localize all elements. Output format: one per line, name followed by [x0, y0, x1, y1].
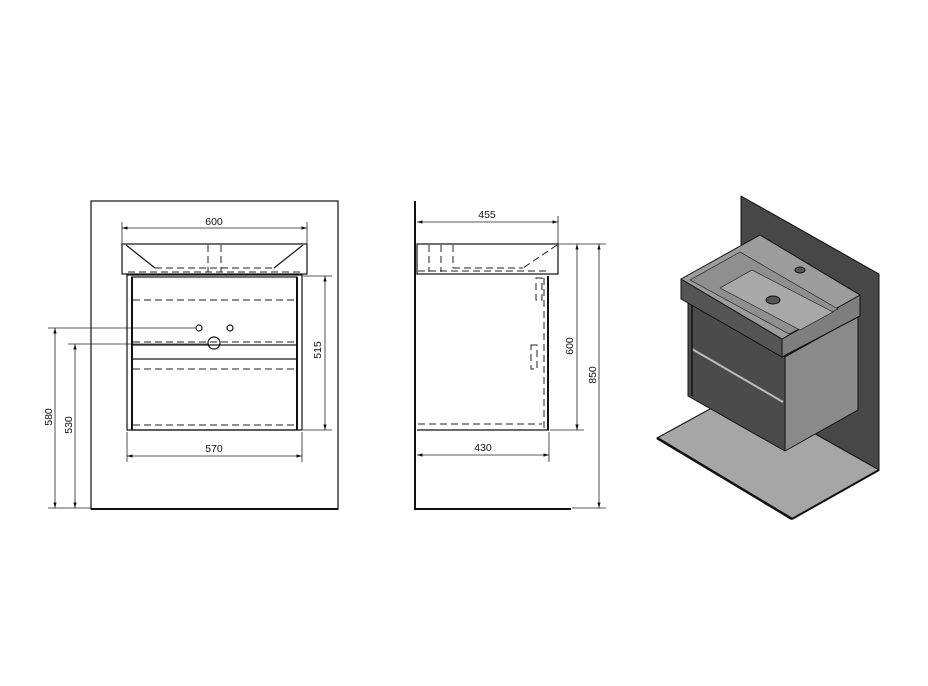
dim-cabinet-height: 515 [312, 341, 324, 359]
cabinet-side [417, 276, 549, 431]
dim-drain-height: 530 [63, 416, 75, 434]
dim-overall-width: 600 [205, 216, 223, 228]
bottom-drawer [131, 358, 298, 431]
cabinet [126, 274, 303, 431]
isometric-view [656, 195, 880, 521]
iso-drawer-handle [691, 348, 784, 403]
tap-hole-icon [195, 324, 203, 332]
side-view: 455 430 600 850 [414, 201, 606, 510]
overflow-hole-icon [226, 324, 234, 332]
dim-total-height: 850 [587, 366, 599, 384]
drain-icon [765, 295, 781, 305]
front-view: 600 570 515 580 530 [43, 200, 339, 510]
tap-hole-icon [794, 266, 806, 274]
basin [121, 243, 308, 275]
dim-unit-height: 600 [564, 337, 576, 355]
top-drawer [131, 276, 298, 346]
dim-cabinet-width: 570 [205, 443, 223, 455]
basin-side [416, 243, 559, 275]
dim-basin-depth: 455 [478, 209, 496, 221]
dim-tap-hole-height: 580 [43, 408, 55, 426]
drain-icon [207, 336, 221, 350]
dim-cabinet-depth: 430 [474, 442, 492, 454]
